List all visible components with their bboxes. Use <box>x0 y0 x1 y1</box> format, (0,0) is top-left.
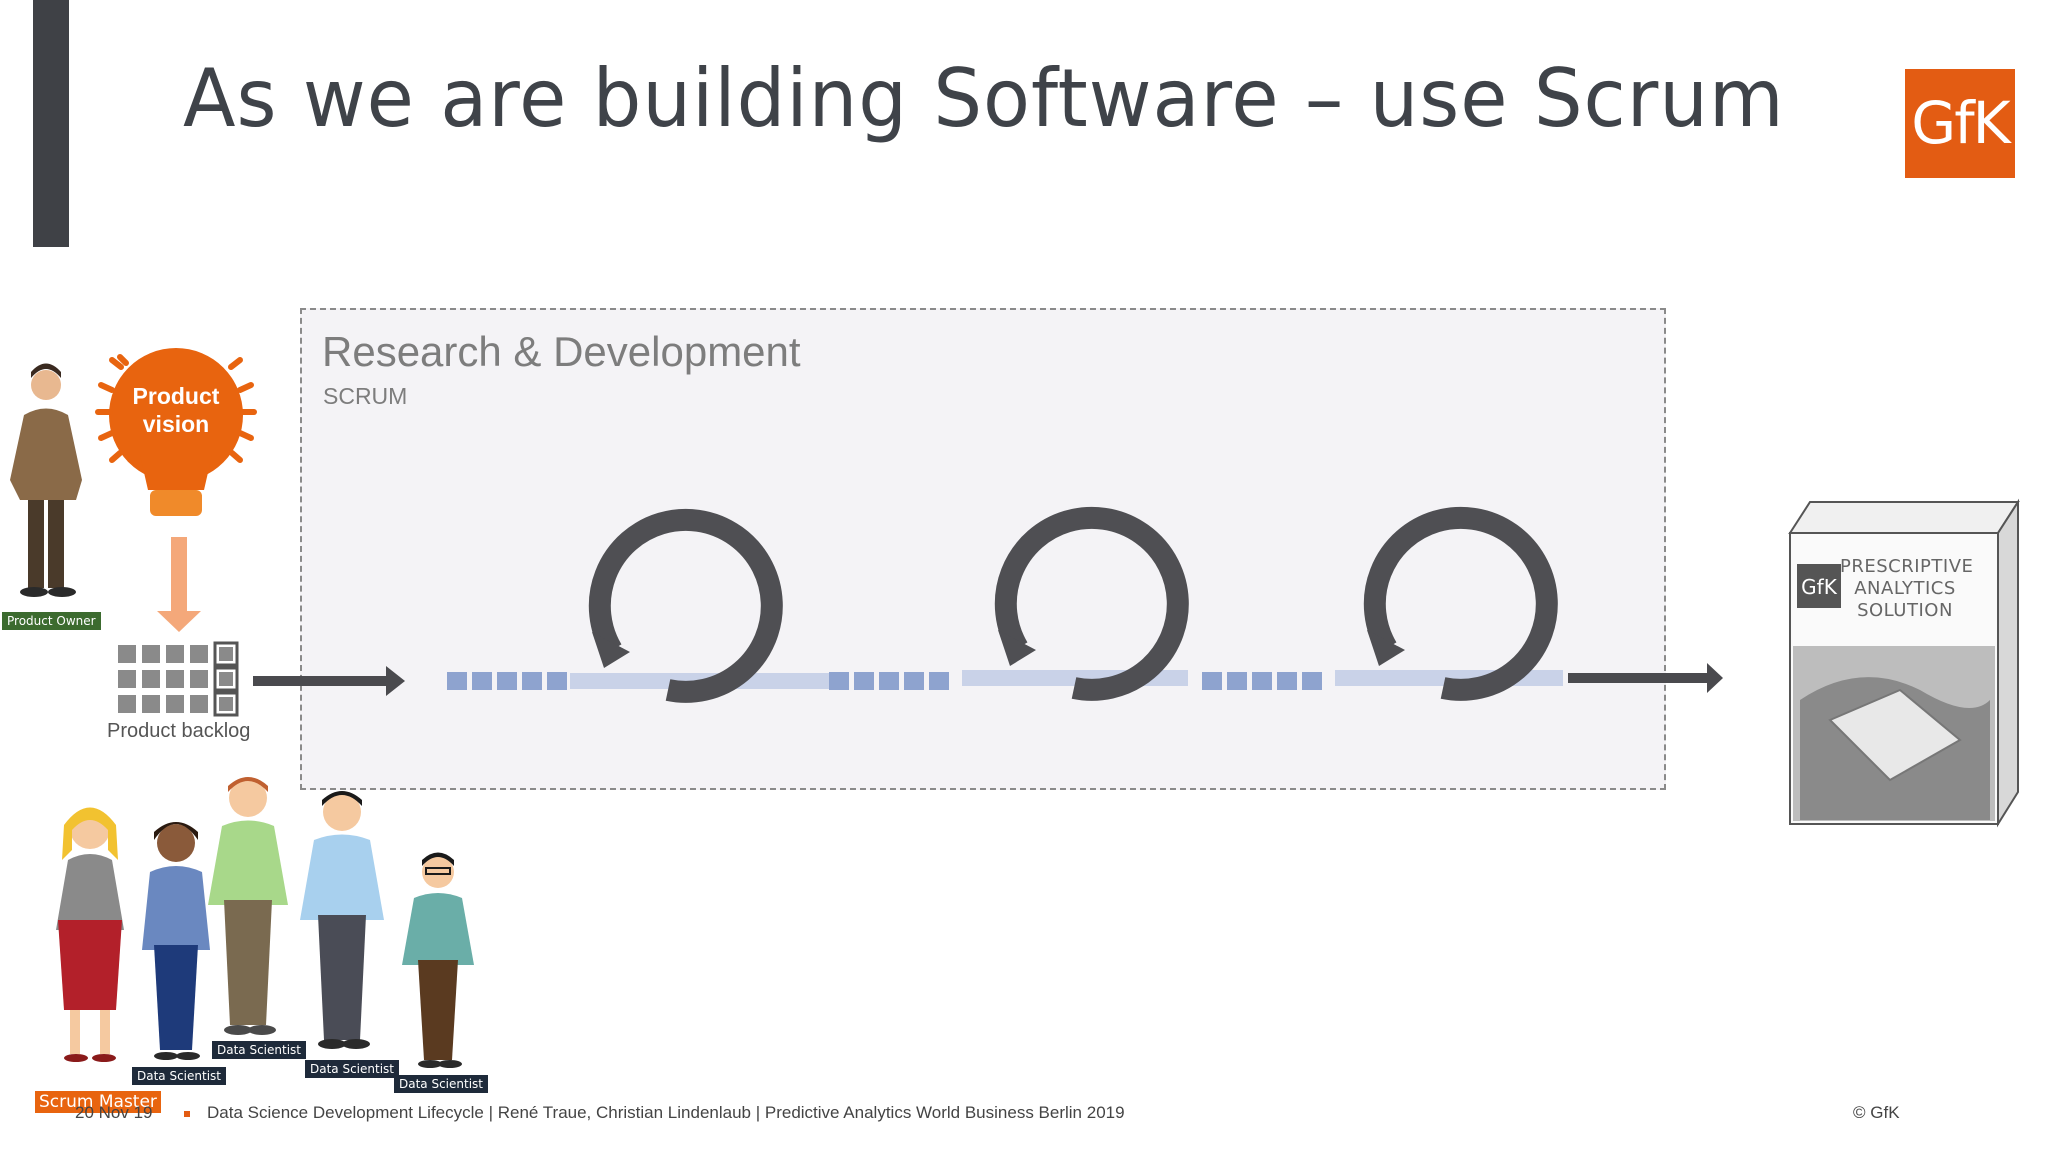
product-owner-tag: Product Owner <box>2 612 101 630</box>
sprint-3 <box>1202 506 1563 701</box>
data-scientist-figure-1 <box>142 822 210 1060</box>
data-scientist-figure-2 <box>208 777 288 1035</box>
vision-line2: vision <box>143 411 209 437</box>
slide-title: As we are building Software – use Scrum <box>183 52 1785 145</box>
product-box-label: PRESCRIPTIVE ANALYTICS SOLUTION <box>1840 556 1974 622</box>
backlog-grid-icon <box>118 641 239 717</box>
footer-bullet-icon <box>184 1111 190 1117</box>
product-owner-figure <box>10 363 82 597</box>
data-scientist-tag-2: Data Scientist <box>212 1041 306 1059</box>
box-line2: ANALYTICS <box>1854 578 1956 599</box>
title-accent-bar <box>33 0 69 247</box>
data-scientist-figure-4 <box>402 852 474 1068</box>
footer-date: 20 Nov 19 <box>75 1103 153 1122</box>
rd-panel <box>300 308 1666 790</box>
rd-title: Research & Development <box>322 328 801 375</box>
sprint-1 <box>447 508 830 703</box>
data-scientist-tag-3: Data Scientist <box>305 1060 399 1078</box>
data-scientist-tag-4: Data Scientist <box>394 1075 488 1093</box>
backlog-label: Product backlog <box>107 720 251 742</box>
input-arrow-icon <box>253 666 405 696</box>
gfk-logo: GfK <box>1905 69 2015 178</box>
box-logo: GfK <box>1801 575 1838 599</box>
down-arrow-icon <box>157 537 201 632</box>
data-scientist-figure-3 <box>300 791 384 1049</box>
footer-copyright: © GfK <box>1853 1103 1900 1122</box>
footer-text: Data Science Development Lifecycle | Ren… <box>207 1103 1125 1122</box>
box-line3: SOLUTION <box>1857 600 1953 621</box>
sprint-2 <box>829 506 1189 701</box>
vision-line1: Product <box>133 383 220 409</box>
scrum-master-figure <box>56 807 124 1062</box>
bulb-icon: Product vision <box>95 348 257 516</box>
data-scientist-tag-1: Data Scientist <box>132 1067 226 1085</box>
product-box-icon: GfK <box>1788 498 2020 828</box>
scrum-master-tag: Scrum Master <box>35 1091 161 1113</box>
box-line1: PRESCRIPTIVE <box>1840 556 1974 577</box>
rd-subtitle: SCRUM <box>323 383 408 409</box>
output-arrow-icon <box>1568 663 1723 693</box>
